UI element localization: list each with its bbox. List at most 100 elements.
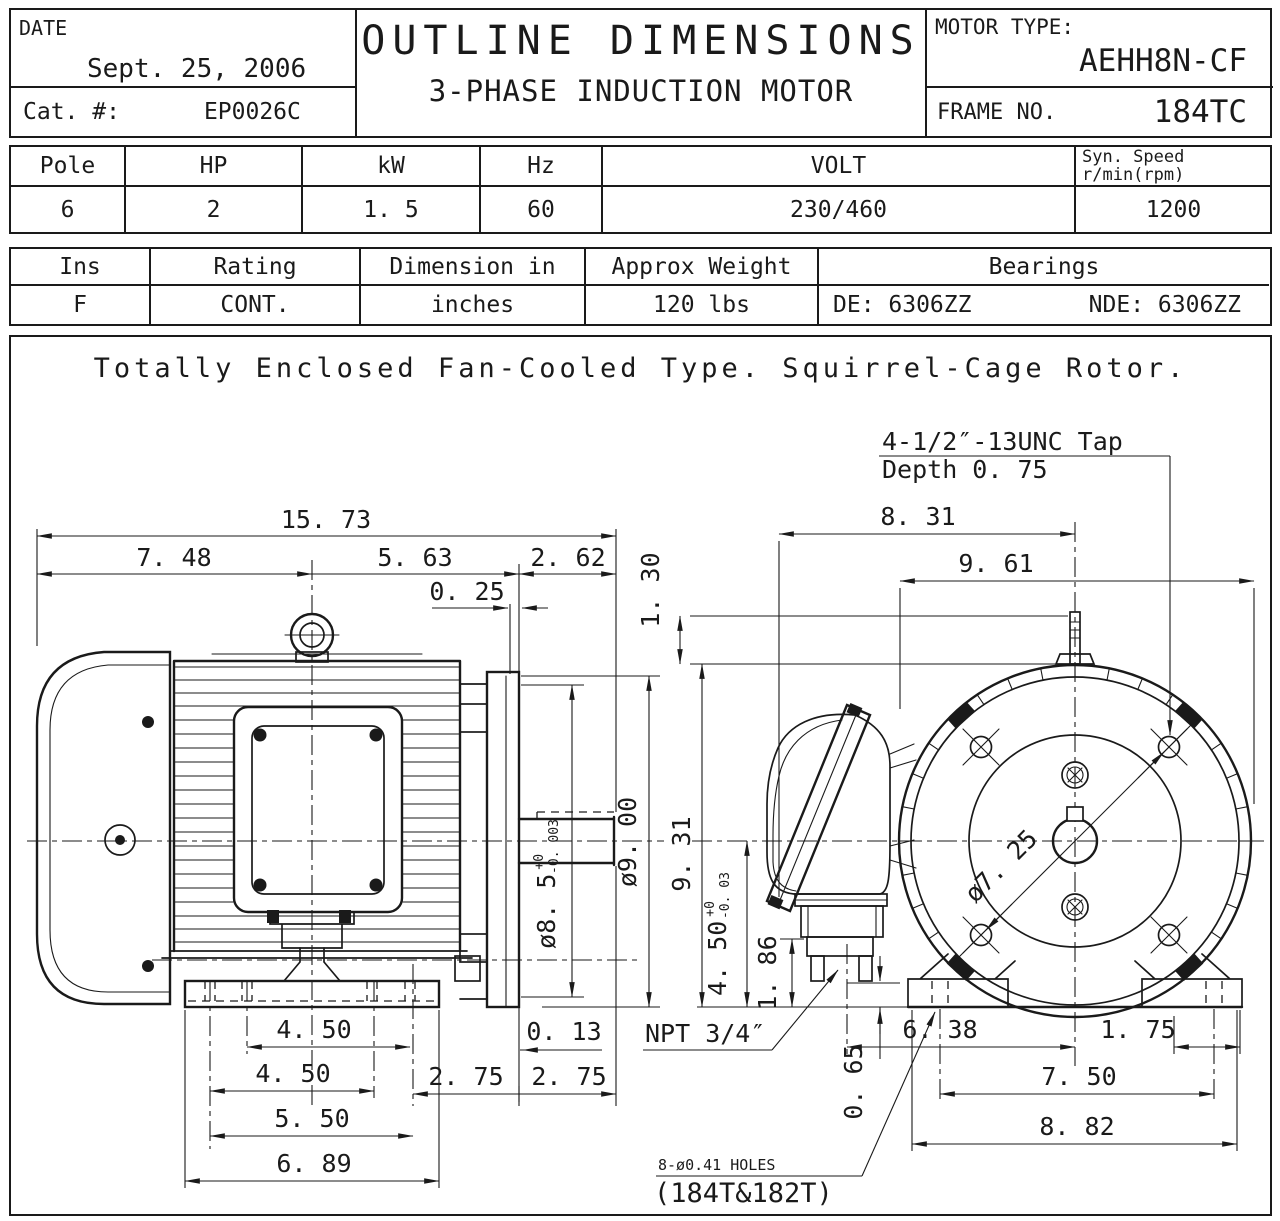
fan-cover-boss <box>104 824 136 856</box>
side-view-dimensions: 15. 73 7. 48 5. 63 2. 62 0. 25 ø9. 00 ø8… <box>36 505 660 1188</box>
shaft-key-hidden <box>536 811 614 819</box>
dim-rear-length: 7. 48 <box>136 543 211 572</box>
dim-eye-height: 1. 30 <box>636 552 665 627</box>
drain-plate <box>806 936 874 957</box>
syn-speed-line1: Syn. Speed <box>1082 147 1185 167</box>
col-header-syn-speed: Syn. Speed r/min(rpm) <box>1076 147 1271 187</box>
rim-clamp-nw <box>947 701 976 729</box>
conduit-box-lid <box>765 703 872 913</box>
frames-note: (184T&182T) <box>654 1178 833 1209</box>
dim-foot-edge: 1. 75 <box>1100 1015 1175 1044</box>
fan-cover-boss-center <box>115 835 125 845</box>
drain-nub-left <box>810 955 825 982</box>
page-subtitle: 3-PHASE INDUCTION MOTOR <box>428 74 854 108</box>
cover-screw-tl <box>253 728 267 742</box>
dim-height-total: 9. 31 <box>667 816 696 891</box>
drawing-area: Totally Enclosed Fan-Cooled Type. Squirr… <box>9 335 1272 1216</box>
npt-note: NPT 3/4″ <box>645 1019 765 1048</box>
dim-box-height: 1. 86 <box>753 935 782 1010</box>
col-header-ins: Ins <box>11 249 151 286</box>
value-bearings: DE: 6306ZZ NDE: 6306ZZ <box>819 286 1269 324</box>
col-header-bearings: Bearings <box>819 249 1269 286</box>
dim-overall-length: 15. 73 <box>281 505 371 534</box>
catalog-value: EP0026C <box>203 99 301 125</box>
foot-platform <box>161 950 473 959</box>
rim-clamp-ne <box>1174 701 1203 729</box>
motor-type-label: MOTOR TYPE: <box>935 15 1075 39</box>
value-syn-speed: 1200 <box>1145 196 1202 223</box>
dim-foot-b: 4. 50 <box>255 1059 330 1088</box>
flange-neck <box>459 683 488 1000</box>
page-title: OUTLINE DIMENSIONS <box>361 18 921 64</box>
date-label: DATE <box>19 16 68 40</box>
motor-type-value: AEHH8N-CF <box>1079 43 1247 79</box>
bearing-nde: NDE: 6306ZZ <box>1088 292 1241 318</box>
frame-no-label: FRAME NO. <box>937 99 1057 125</box>
dim-top-width: 8. 31 <box>880 502 955 531</box>
shaft <box>517 815 616 867</box>
col-header-volt: VOLT <box>603 147 1076 187</box>
dim-front-length: 2. 62 <box>530 543 605 572</box>
cooling-fins <box>173 666 461 943</box>
frame-no-value: 184TC <box>1153 94 1247 130</box>
dim-base-width: 8. 82 <box>1039 1112 1114 1141</box>
foot-pedestal <box>283 947 341 982</box>
dim-flange-diameter: ø9. 00 <box>613 797 642 887</box>
col-header-rating: Rating <box>151 249 361 286</box>
end-view-dimensions: 4-1/2″-13UNC Tap Depth 0. 75 8. 31 9. 61… <box>636 427 1255 1209</box>
cover-screw-bl <box>253 878 267 892</box>
col-header-dimension: Dimension in <box>361 249 586 286</box>
side-view <box>27 560 664 1109</box>
dim-total-width: 9. 61 <box>958 549 1033 578</box>
dim-rabbet-diameter: ø8. 5+0-0. 003 <box>532 819 562 949</box>
motor-body <box>172 659 462 953</box>
foot-holes-hidden <box>188 981 434 1002</box>
eye-bolt-base <box>295 651 329 663</box>
box-clamp-right <box>339 910 351 923</box>
col-header-hp: HP <box>126 147 303 187</box>
conduit-box <box>765 703 917 982</box>
col-header-kw: kW <box>303 147 481 187</box>
value-volt: 230/460 <box>603 187 1076 232</box>
foot-pad <box>183 979 441 1009</box>
dim-foot-c: 5. 50 <box>274 1104 349 1133</box>
value-ins: F <box>11 286 151 324</box>
rim-clamp-se <box>1175 953 1204 981</box>
dim-foot-height: 0. 65 <box>839 1044 868 1119</box>
outline-drawing: 15. 73 7. 48 5. 63 2. 62 0. 25 ø9. 00 ø8… <box>27 427 1264 1209</box>
terminal-cover-inner <box>251 725 385 895</box>
title-block-left: DATE Sept. 25, 2006 Cat. #: EP0026C <box>11 10 357 136</box>
flange-foot-block <box>454 955 481 982</box>
fan-cover-bolt-top <box>142 716 154 728</box>
cover-screw-tr <box>369 728 383 742</box>
svg-text:ø8. 5+0-0. 003: ø8. 5+0-0. 003 <box>532 819 562 949</box>
flange-bolt-top <box>459 703 488 733</box>
syn-speed-line2: r/min(rpm) <box>1082 165 1185 185</box>
catalog-label: Cat. #: <box>23 99 120 125</box>
tap-note-line2: Depth 0. 75 <box>882 455 1048 484</box>
rim-clamp-sw <box>946 953 975 981</box>
fan-cover <box>35 650 172 1006</box>
svg-text:4. 50+0-0. 03: 4. 50+0-0. 03 <box>703 872 733 996</box>
bearing-face-circle <box>968 734 1182 948</box>
value-hz: 60 <box>481 187 603 232</box>
c-face-flange <box>485 670 521 1009</box>
dim-mid-length: 5. 63 <box>377 543 452 572</box>
col-header-hz: Hz <box>481 147 603 187</box>
eye-bolt-stud <box>1054 611 1096 665</box>
shaft-keyway <box>1066 806 1084 822</box>
spec-table-mechanical: Ins Rating Dimension in Approx Weight Be… <box>9 247 1272 326</box>
dim-foot-span: 7. 50 <box>1041 1062 1116 1091</box>
title-block-center: OUTLINE DIMENSIONS 3-PHASE INDUCTION MOT… <box>357 10 927 136</box>
bearing-de: DE: 6306ZZ <box>833 292 972 318</box>
value-weight: 120 lbs <box>586 286 819 324</box>
box-clamp-left <box>267 910 279 923</box>
tap-note-line1: 4-1/2″-13UNC Tap <box>882 427 1123 456</box>
value-kw: 1. 5 <box>303 187 481 232</box>
value-rating: CONT. <box>151 286 361 324</box>
fan-cover-inner-line <box>49 664 171 993</box>
col-header-pole: Pole <box>11 147 126 187</box>
holes-note: 8-ø0.41 HOLES <box>658 1156 775 1174</box>
value-pole: 6 <box>11 187 126 232</box>
